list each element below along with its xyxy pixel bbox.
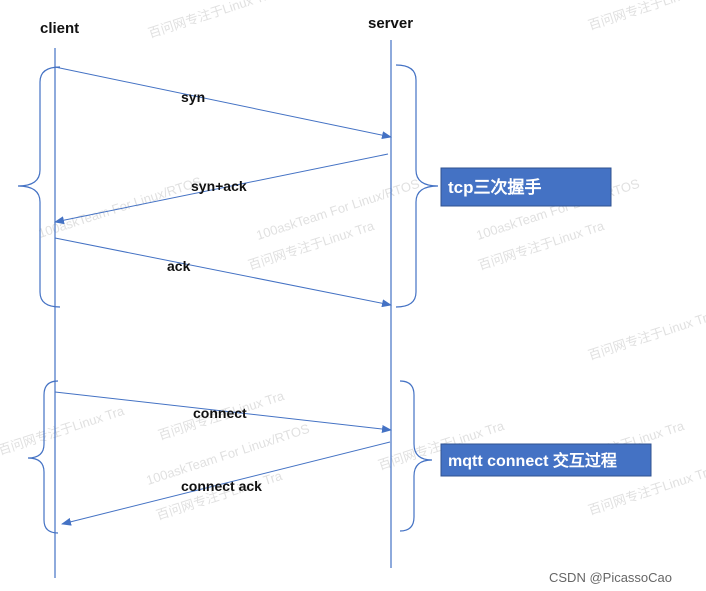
message-label-connect-ack: connect ack [181,478,262,494]
group-box-mqtt-rect [440,443,652,477]
participant-server-label: server [368,15,413,32]
group-box-mqtt: mqtt connect 交互过程 [440,443,652,477]
group-label-mqtt: mqtt connect 交互过程 [448,451,617,470]
group-box-tcp: tcp三次握手 [440,167,612,207]
message-arrow-connect-ack [61,441,391,526]
message-label-syn-ack: syn+ack [191,178,247,194]
message-arrow-connect [54,391,392,433]
watermark-text: 百问网专注于Linux Tra [146,0,276,41]
left-brace-tcp [17,66,61,308]
watermark-text: 100askTeam For Linux/RTOS [36,174,203,241]
participant-client-label: client [40,20,79,37]
group-box-tcp-rect [440,167,612,207]
watermark-text: 百问网专注于Linux Tra [586,0,706,33]
message-label-connect: connect [193,405,247,421]
message-arrow-syn-ack [54,153,389,225]
right-brace-tcp [395,64,439,308]
message-label-syn: syn [181,89,205,105]
group-label-tcp: tcp三次握手 [448,177,542,197]
message-arrow-ack [54,237,392,308]
message-label-ack: ack [167,258,191,274]
watermark-text: 百问网专注于Linux Tra [586,308,706,363]
credit-text: CSDN @PicassoCao [549,570,672,585]
watermark-text: 百问网专注于Linux Tra [0,403,127,458]
right-brace-mqtt [399,380,433,532]
left-brace-mqtt [27,380,59,534]
message-arrow-syn [54,66,392,140]
